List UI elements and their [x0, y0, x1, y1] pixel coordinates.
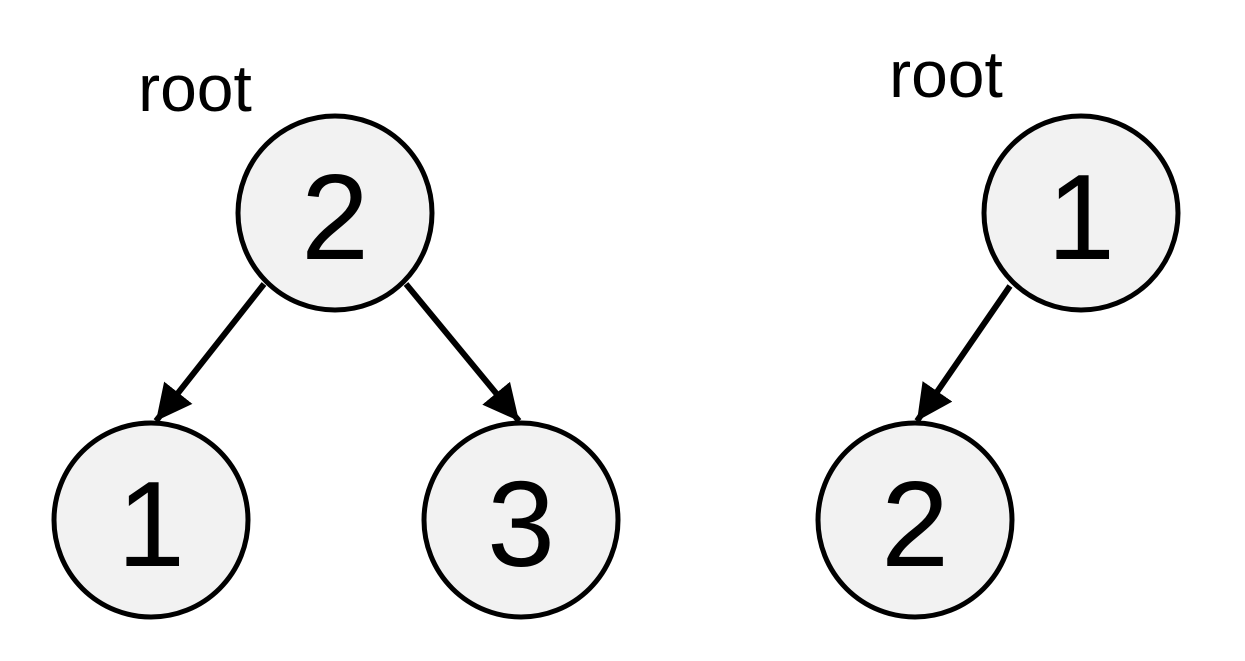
edge-2-to-3 — [403, 282, 522, 423]
node-value: 1 — [117, 456, 185, 592]
tree-node: 1 — [981, 113, 1181, 313]
edge-2-to-1 — [153, 282, 267, 423]
root-label: root — [889, 37, 1003, 111]
node-value: 3 — [487, 456, 555, 592]
tree-b: root 1 2 — [815, 37, 1181, 620]
node-circle — [815, 420, 1015, 620]
tree-node: 2 — [235, 113, 435, 313]
root-label: root — [138, 51, 252, 125]
node-value: 1 — [1047, 149, 1115, 285]
edge-1-to-2 — [914, 284, 1013, 423]
node-circle — [235, 113, 435, 313]
node-circle — [51, 420, 251, 620]
node-circle — [421, 420, 621, 620]
tree-a: root 2 1 3 — [51, 51, 621, 620]
tree-node: 3 — [421, 420, 621, 620]
node-value: 2 — [881, 456, 949, 592]
tree-node: 2 — [815, 420, 1015, 620]
tree-node: 1 — [51, 420, 251, 620]
node-circle — [981, 113, 1181, 313]
node-value: 2 — [301, 149, 369, 285]
